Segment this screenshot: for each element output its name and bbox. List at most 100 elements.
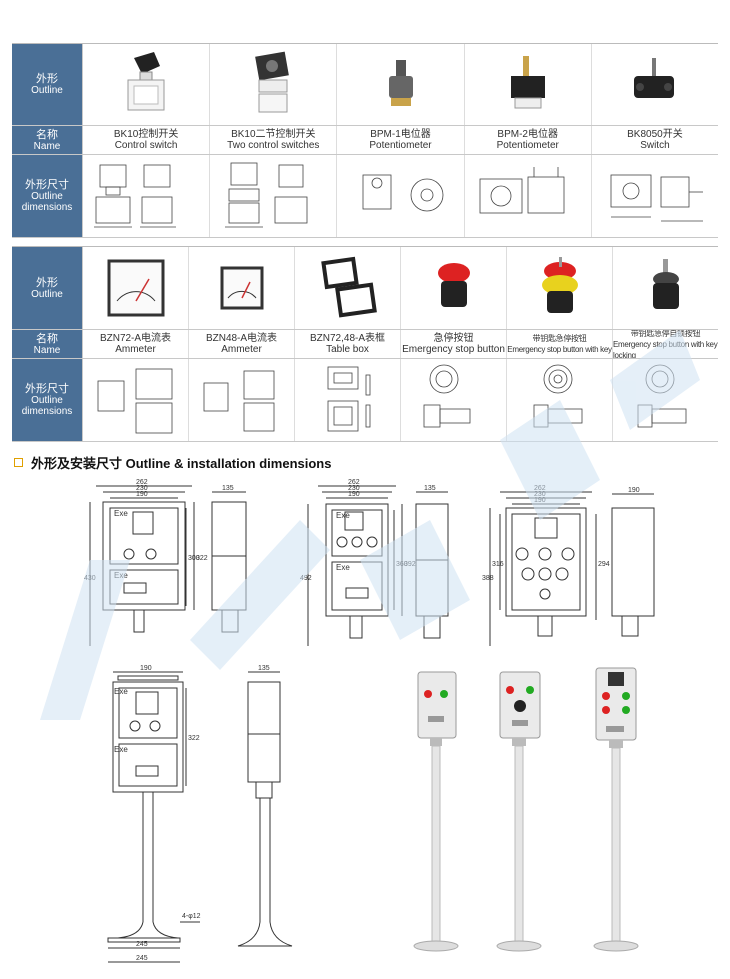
section-bullet-icon [14, 458, 23, 467]
dim-label: 190 [140, 665, 152, 672]
outline-header-en: Outline [31, 288, 63, 300]
dim-label: 135 [222, 485, 234, 492]
dims-header-en2: dimensions [21, 202, 73, 213]
name-header: 名称 Name [12, 330, 83, 358]
dim-label: 262 [136, 479, 148, 486]
outline-header: 外形 Outline [12, 247, 83, 329]
dim-label: 135 [424, 485, 436, 492]
dim-label: 492 [300, 575, 312, 582]
exe-label: Exe [114, 745, 128, 754]
estop-key-lock-photo [613, 247, 718, 329]
outline-header: 外形 Outline [12, 44, 83, 125]
estop-dim-drawing [401, 359, 507, 441]
item-name-cn: BK10控制开关 [113, 129, 179, 140]
bpm1-dim-drawing [337, 155, 465, 237]
dim-label: 135 [258, 665, 270, 672]
item-name-en: Emergency stop button with key [507, 345, 612, 354]
section-title-text: 外形及安装尺寸 Outline & installation dimension… [31, 456, 332, 471]
item-name-en: Ammeter [115, 344, 156, 355]
item-name-cn: BPM-2电位器 [497, 129, 558, 140]
dim-label: 262 [348, 479, 360, 486]
item-name-cn: BK10二节控制开关 [231, 129, 316, 140]
dims-row: 外形尺寸 Outline dimensions [12, 155, 718, 238]
outline-row: 外形 Outline [12, 247, 718, 330]
exe-label: Exe [336, 563, 350, 572]
estop-photo [401, 247, 507, 329]
dim-label: 190 [136, 491, 148, 498]
dim-label: 322 [196, 555, 208, 562]
bk8050-photo [592, 44, 718, 125]
dim-label: 316 [492, 561, 504, 568]
dim-label: 322 [188, 735, 200, 742]
exe-label: Exe [114, 509, 128, 518]
item-name-cn: BZN48-A电流表 [205, 333, 278, 344]
outline-header-cn: 外形 [36, 73, 58, 85]
dims-header-cn: 外形尺寸 [25, 383, 69, 395]
outline-row: 外形 Outline [12, 44, 718, 126]
bzn72-photo [83, 247, 189, 329]
item-name-cn: BZN72-A电流表 [99, 333, 172, 344]
dims-header-cn: 外形尺寸 [25, 179, 69, 191]
name-header-cn: 名称 [36, 128, 58, 141]
item-name-en: Ammeter [221, 344, 262, 355]
bk10-two-photo [210, 44, 338, 125]
dim-label: 245 [136, 955, 148, 962]
dims-header: 外形尺寸 Outline dimensions [12, 359, 83, 441]
dim-label: 190 [534, 497, 546, 504]
name-header-en: Name [33, 140, 61, 152]
section-title: 外形及安装尺寸 Outline & installation dimension… [14, 453, 331, 472]
exe-label: Exe [114, 687, 128, 696]
dim-label: 245 [136, 941, 148, 948]
item-name-cn: BPM-1电位器 [370, 129, 431, 140]
bk10-two-dim-drawing [210, 155, 338, 237]
bpm2-photo [465, 44, 592, 125]
bzn48-dim-drawing [189, 359, 295, 441]
estop-key-lock-dim-drawing [613, 359, 718, 441]
bzn72-dim-drawing [83, 359, 189, 441]
dim-label: 392 [404, 561, 416, 568]
outline-header-en: Outline [31, 85, 63, 96]
name-header: 名称 Name [12, 126, 83, 154]
outline-header-cn: 外形 [36, 276, 58, 289]
item-name-en: Table box [326, 344, 369, 355]
item-name-cn: BK8050开关 [627, 129, 683, 140]
dim-label: 430 [84, 575, 96, 582]
dim-label: 388 [482, 575, 494, 582]
bk10-photo [83, 44, 211, 125]
item-name-en: Emergency stop button [402, 344, 505, 355]
name-header-en: Name [33, 344, 61, 356]
bk8050-dim-drawing [592, 155, 718, 237]
item-name-en: Switch [640, 140, 670, 151]
item-name-cn: 带钥匙急停按钮 [532, 334, 587, 343]
dims-row: 外形尺寸 Outline dimensions [12, 359, 718, 442]
table-box-photo [295, 247, 401, 329]
estop-key-dim-drawing [507, 359, 613, 441]
item-name-en: Potentiometer [369, 140, 432, 151]
item-name-cn: 急停按钮 [433, 333, 474, 344]
bk10-dim-drawing [83, 155, 211, 237]
estop-key-photo [507, 247, 613, 329]
item-name-en: Two control switches [227, 140, 320, 151]
dims-header-en2: dimensions [21, 406, 73, 417]
item-name-en: Potentiometer [496, 140, 559, 151]
item-name-cn: 带钥匙急停自锁按钮 [630, 330, 701, 338]
bzn48-photo [189, 247, 295, 329]
exe-label: Exe [114, 571, 128, 580]
item-name-en: Control switch [114, 140, 178, 151]
dim-label: 190 [628, 487, 640, 494]
name-header-cn: 名称 [36, 332, 58, 345]
pole-front [117, 792, 179, 939]
dim-label: 230 [348, 485, 360, 492]
dim-label: 230 [136, 485, 148, 492]
